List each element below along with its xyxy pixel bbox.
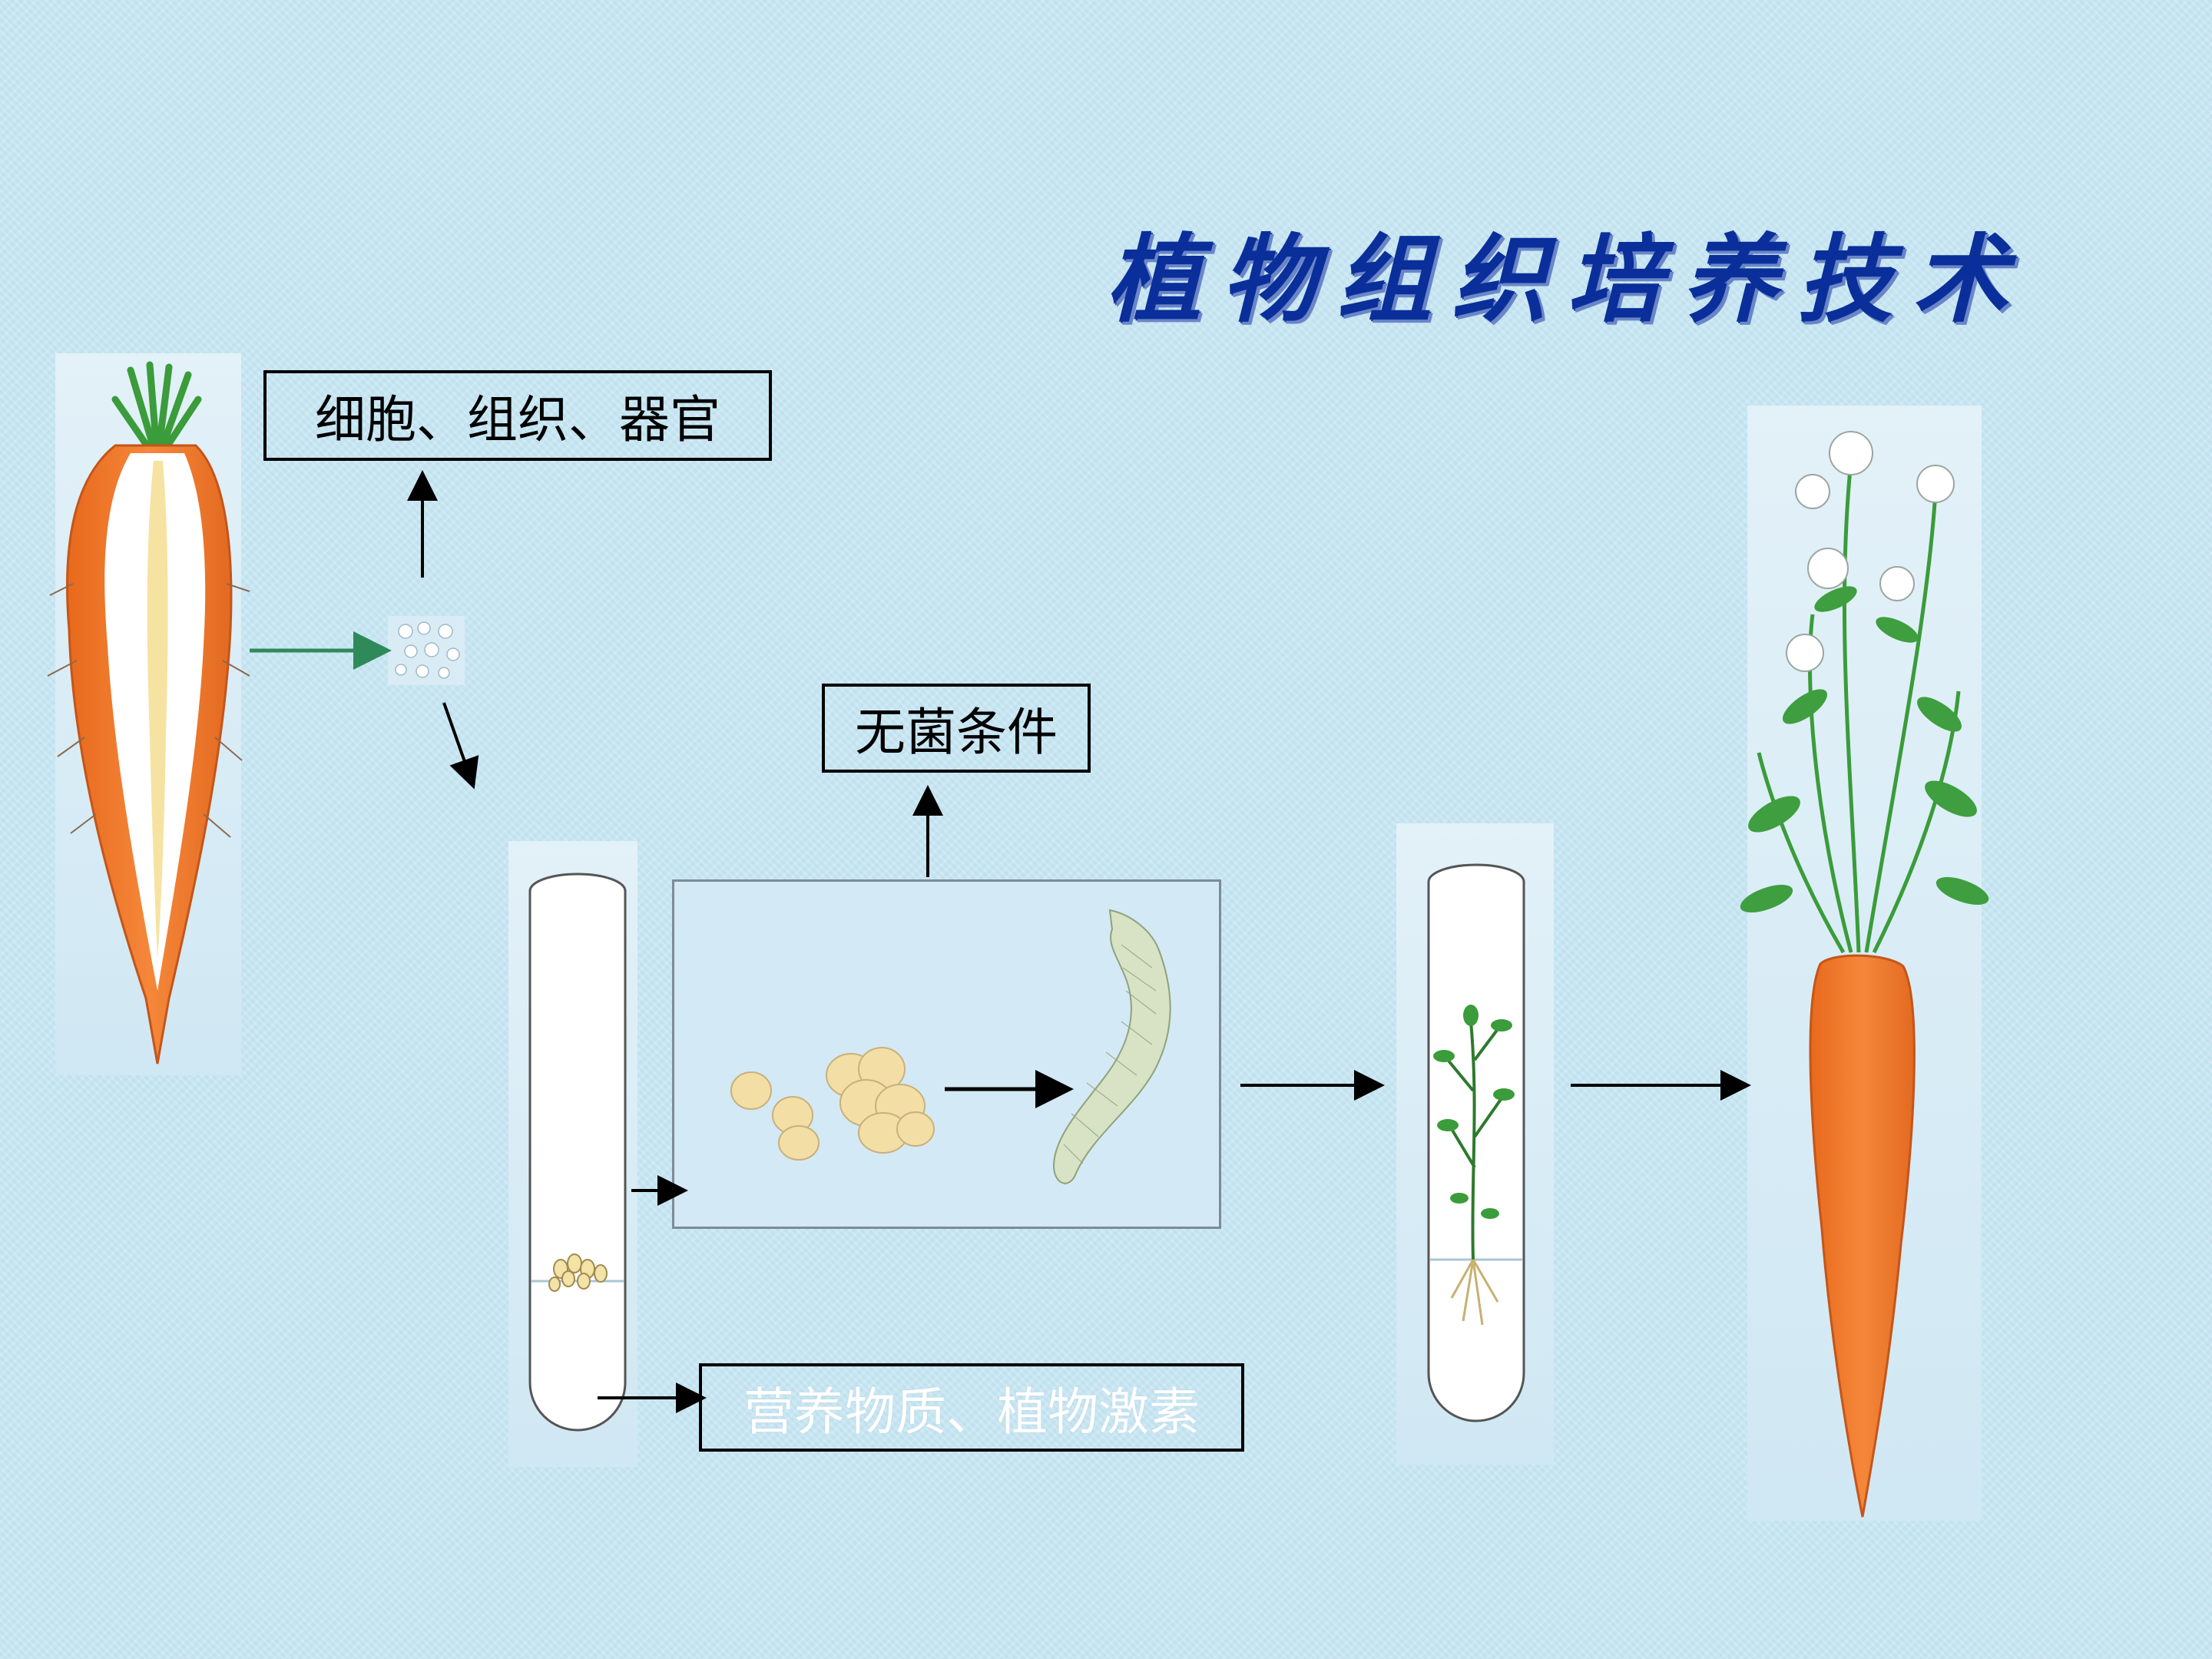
callus-formation — [731, 910, 1171, 1184]
carrot-root-cross-section — [48, 365, 250, 1064]
test-tube-with-explants — [530, 874, 625, 1430]
cell-sample-cluster — [396, 622, 459, 678]
arrow-cells-to-tube — [444, 703, 472, 783]
mature-carrot-plant — [1737, 432, 1992, 1517]
test-tube-with-plantlet — [1429, 865, 1524, 1421]
